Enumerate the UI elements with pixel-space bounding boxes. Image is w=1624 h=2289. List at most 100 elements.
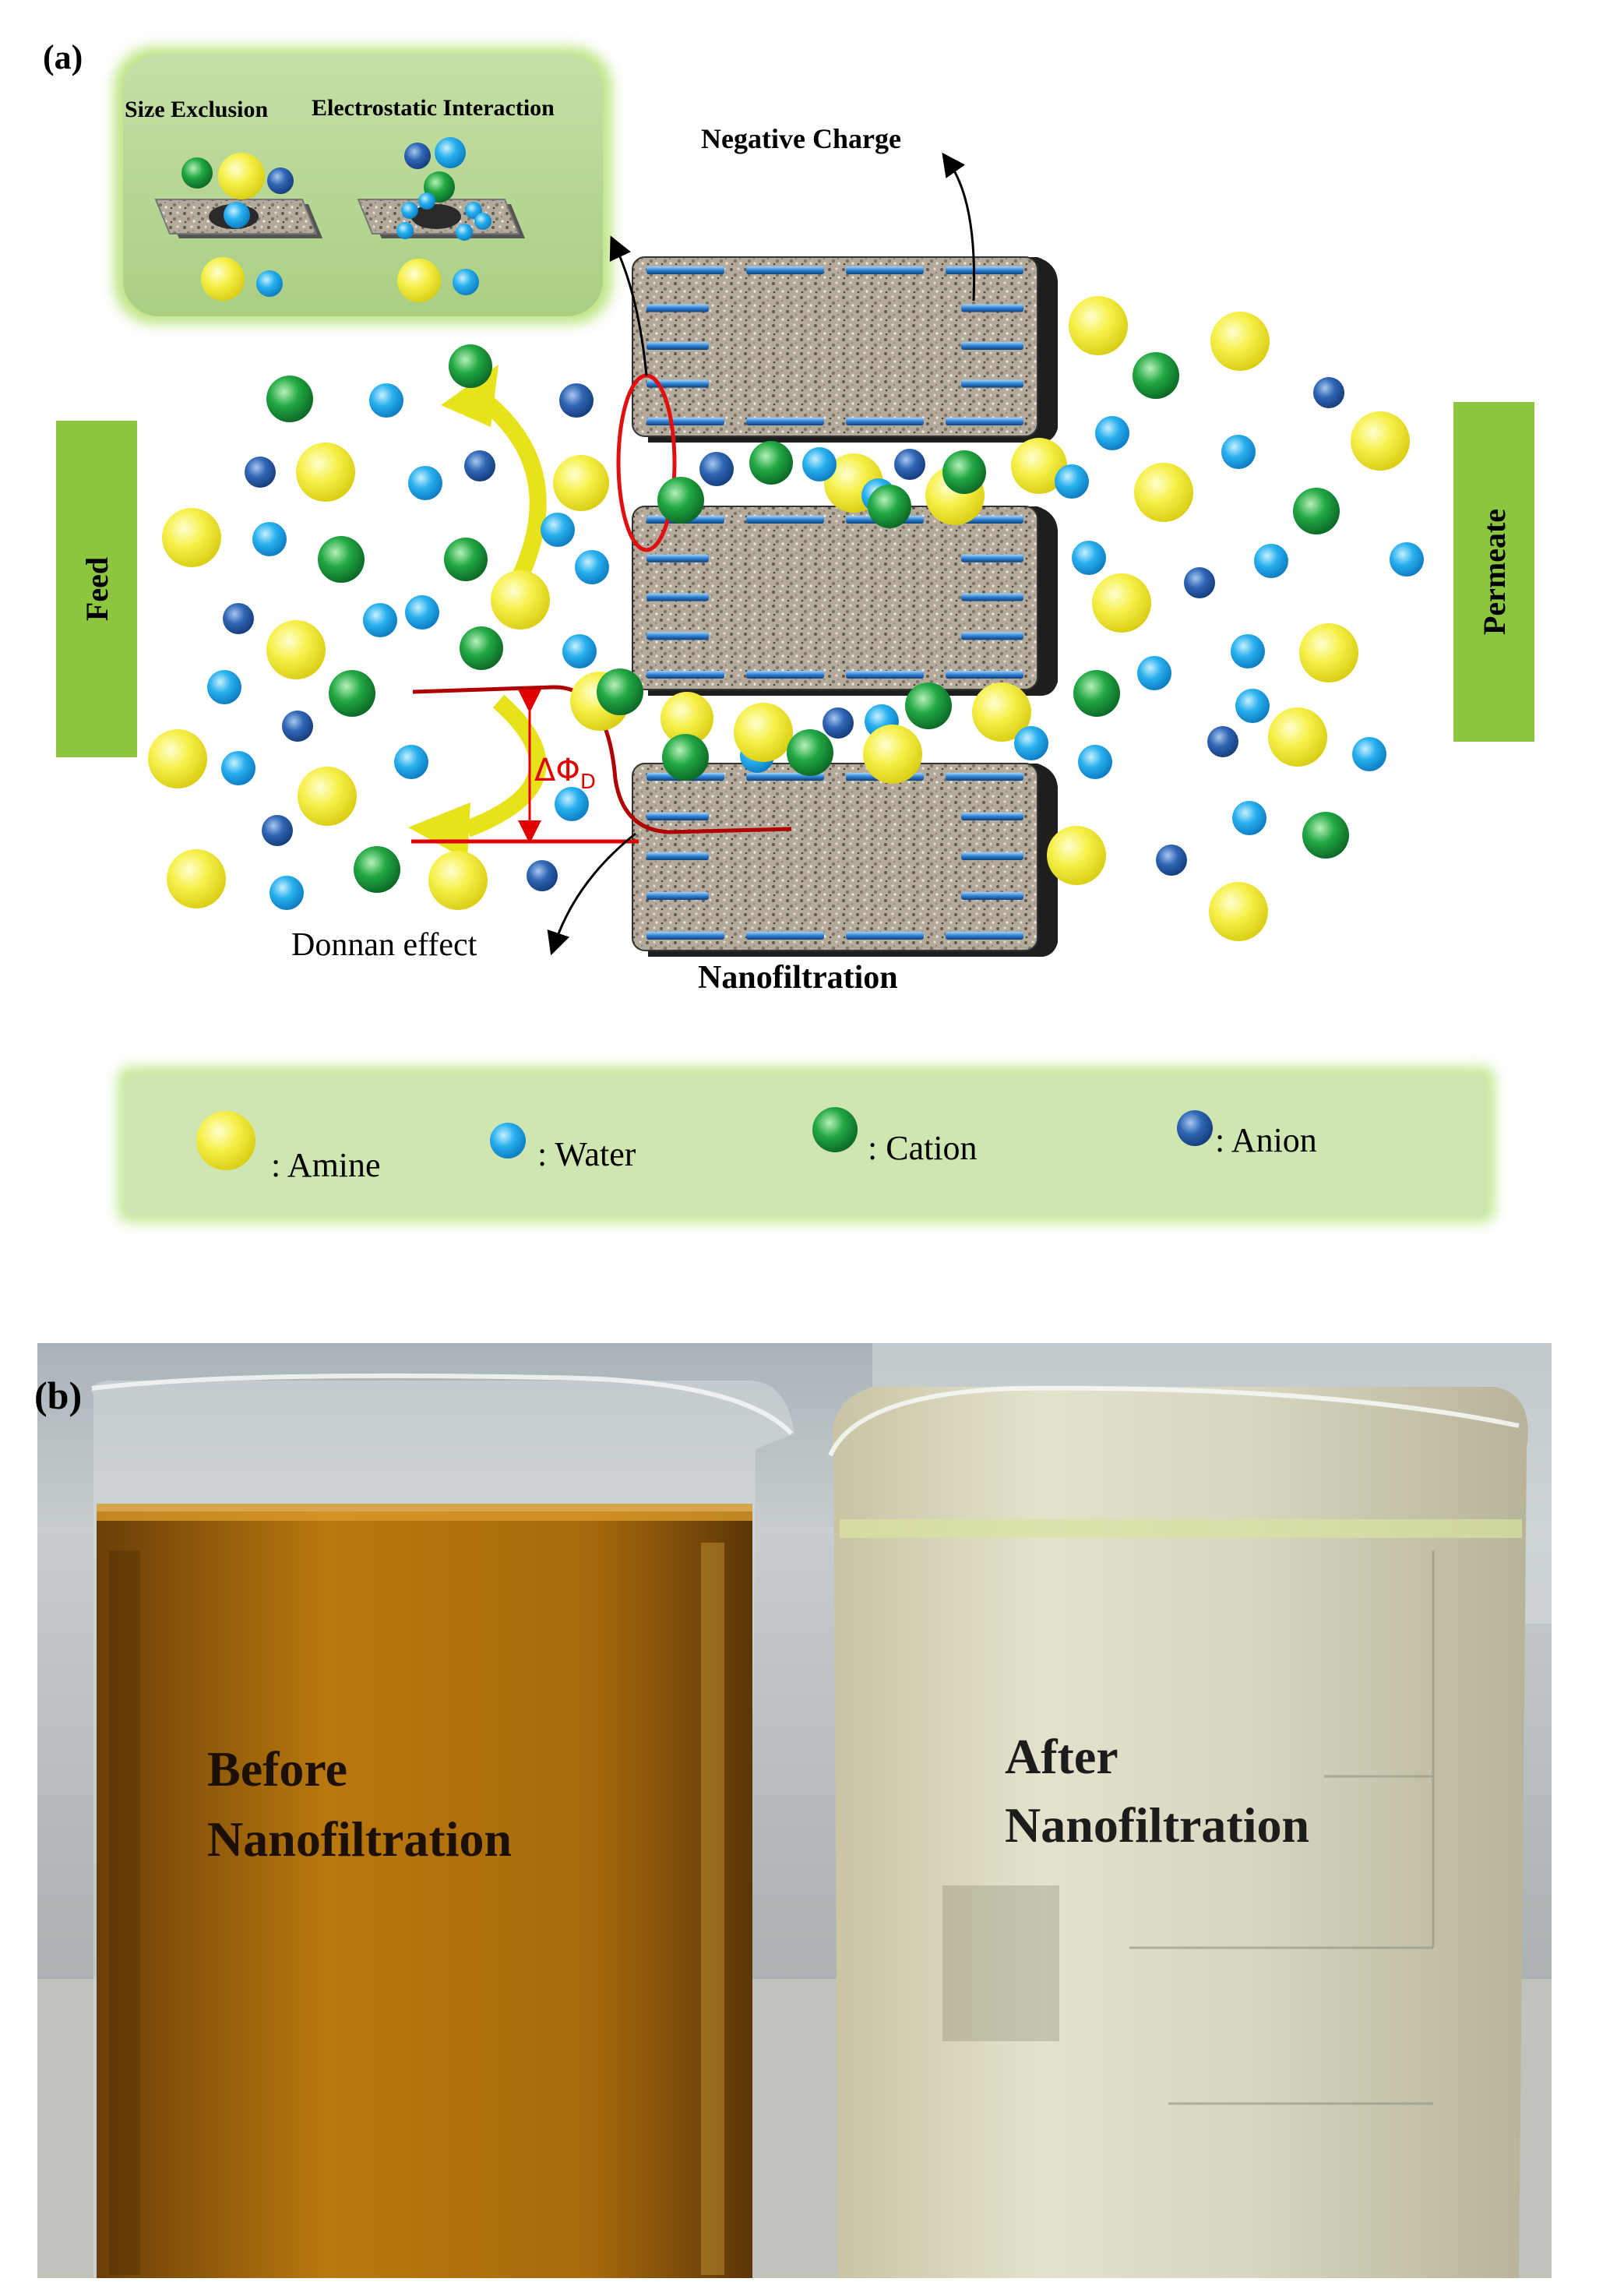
pore-bar	[946, 418, 1023, 425]
amine-particle	[1011, 438, 1067, 494]
permeate-label: Permeate	[1477, 509, 1512, 635]
amine-particle	[266, 620, 326, 679]
pore-bar	[646, 342, 709, 350]
water-particle	[207, 670, 241, 704]
amine-particle	[218, 153, 265, 199]
water-particle	[396, 222, 414, 239]
cation-particle	[787, 729, 833, 776]
beaker-photo	[37, 1343, 1552, 2278]
water-particle	[256, 270, 283, 297]
feed-box	[56, 421, 137, 757]
pore-bar	[646, 932, 724, 940]
pore-bar	[961, 852, 1023, 860]
membrane-block	[632, 256, 1058, 443]
water-particle	[221, 751, 255, 785]
negative-charge-label: Negative Charge	[701, 123, 901, 154]
water-particle	[405, 595, 439, 630]
anion-particle	[894, 449, 925, 480]
anion-particle	[527, 860, 558, 891]
water-particle	[541, 513, 575, 547]
anion-particle	[404, 143, 431, 169]
water-particle	[1235, 689, 1270, 723]
water-particle	[1078, 745, 1112, 779]
cation-particle	[181, 157, 213, 189]
membrane-block	[632, 506, 1058, 697]
anion-particle	[1313, 377, 1344, 408]
water-particle	[252, 522, 287, 556]
pore-bar	[961, 342, 1023, 350]
amine-particle	[1134, 463, 1193, 522]
legend-water-icon	[490, 1123, 526, 1159]
pore-bar	[846, 932, 924, 940]
donnan-effect-arrow	[547, 832, 636, 956]
cation-particle	[657, 477, 704, 524]
water-particle	[224, 202, 250, 228]
after-label: After Nanofiltration	[1005, 1729, 1309, 1853]
permeate-box	[1453, 402, 1534, 742]
cation-particle	[868, 485, 911, 528]
pore-bar	[846, 671, 924, 679]
legend-water-label: : Water	[537, 1135, 636, 1173]
anion-particle	[282, 711, 313, 742]
water-particle	[369, 383, 403, 418]
pore-bar	[646, 554, 709, 563]
amine-particle	[491, 570, 550, 630]
anion-particle	[262, 815, 293, 846]
amine-particle	[1092, 573, 1151, 633]
anion-particle	[464, 450, 495, 481]
amine-particle	[148, 729, 207, 788]
pore-bar	[746, 266, 824, 274]
amine-particle	[1069, 296, 1128, 355]
cation-particle	[905, 682, 952, 729]
amine-particle	[1047, 826, 1106, 885]
water-particle	[1232, 801, 1266, 835]
size-exclusion-label: Size Exclusion	[125, 97, 269, 122]
water-particle	[575, 550, 609, 584]
pore-bar	[961, 813, 1023, 820]
electrostatic-plate	[357, 199, 525, 238]
anion-particle	[1184, 567, 1215, 598]
legend-amine-label: : Amine	[271, 1146, 381, 1184]
particles	[148, 137, 1424, 941]
water-particle	[802, 447, 837, 481]
pore-bar	[646, 671, 724, 679]
water-particle	[555, 787, 589, 821]
amine-particle	[298, 767, 357, 826]
pore-bar	[961, 632, 1023, 640]
water-particle	[269, 876, 304, 910]
cation-particle	[329, 670, 375, 717]
water-particle	[1014, 726, 1048, 760]
anion-particle	[1156, 845, 1187, 876]
amine-particle	[397, 259, 441, 302]
delta-phi-label: ΔΦD	[534, 753, 596, 794]
pore-bar	[946, 266, 1023, 274]
feed-label: Feed	[79, 557, 114, 621]
amine-particle	[863, 725, 922, 784]
pore-bar	[646, 266, 724, 274]
water-particle	[1221, 435, 1256, 469]
anion-particle	[699, 452, 734, 486]
cation-particle	[749, 441, 793, 485]
pore-bar	[946, 932, 1023, 940]
amine-particle	[661, 692, 713, 745]
cation-particle	[597, 668, 643, 715]
amine-particle	[167, 849, 226, 908]
amine-particle	[428, 851, 488, 910]
legend-anion-label: : Anion	[1215, 1121, 1317, 1159]
pore-bar	[646, 852, 709, 860]
cation-particle	[1302, 812, 1349, 859]
inset-box	[123, 55, 603, 316]
pore-bar	[646, 379, 709, 388]
water-particle	[1390, 542, 1424, 577]
pore-bar	[646, 304, 709, 312]
pore-bar	[961, 379, 1023, 388]
cation-particle	[354, 846, 400, 893]
pore-bar	[646, 632, 709, 640]
pore-bar	[746, 671, 824, 679]
rejection-arrowhead-lower	[408, 802, 470, 860]
anion-particle	[823, 707, 854, 739]
nanofiltration-label: Nanofiltration	[698, 960, 898, 996]
amine-particle	[1209, 882, 1268, 941]
electrostatic-interaction-label: Electrostatic Interaction	[312, 95, 555, 121]
